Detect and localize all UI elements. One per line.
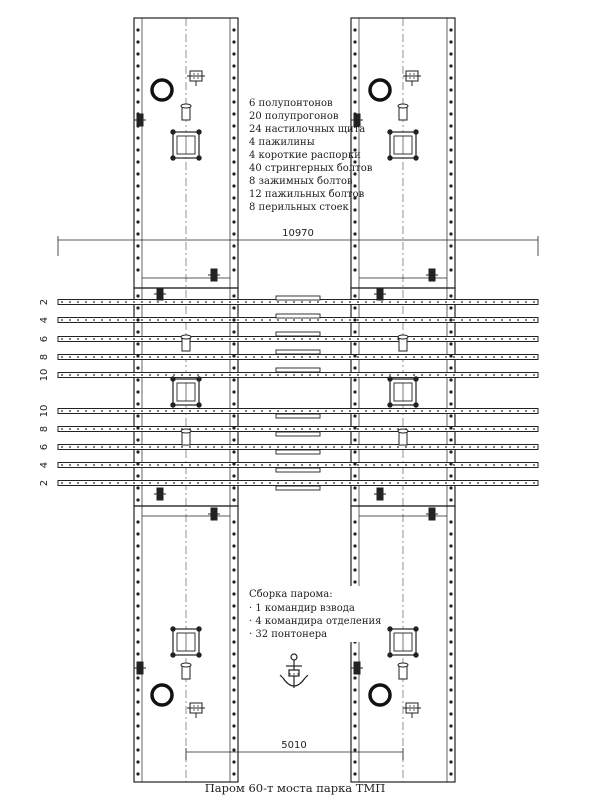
post-icon	[180, 428, 192, 446]
bolt-row	[232, 520, 236, 776]
anchor-icon	[279, 653, 309, 688]
hatch-icon	[170, 626, 202, 658]
bolt-row	[353, 520, 357, 776]
row-label: 4	[39, 317, 50, 323]
bolt-row	[232, 28, 236, 272]
stringer-beam	[57, 354, 539, 360]
row-label: 8	[39, 426, 50, 432]
bolt-row	[136, 294, 140, 502]
row-labels: 2 4 6 8 10 10 8 6 4 2	[39, 299, 50, 486]
hatch-icon	[170, 376, 202, 408]
stringer-beam	[57, 462, 539, 468]
bolt-row	[449, 294, 453, 502]
post-icon	[397, 428, 409, 446]
row-label: 10	[39, 405, 50, 418]
materials-item: 20 полупрогонов	[249, 111, 339, 122]
post-icon	[180, 334, 192, 352]
stringer-beam	[57, 480, 539, 486]
hatch-icon	[387, 626, 419, 658]
cleat-icon	[351, 113, 363, 127]
drawing-caption: Паром 60-т моста парка ТМП	[205, 781, 386, 795]
row-label: 2	[39, 299, 50, 305]
bolt-row	[232, 294, 236, 502]
hatch-icon	[170, 129, 202, 161]
cleat-icon	[374, 287, 386, 301]
materials-item: 4 короткие распорки	[249, 150, 361, 161]
post-icon	[180, 662, 192, 680]
materials-item: 6 полупонтонов	[249, 98, 333, 109]
row-label: 6	[39, 336, 50, 342]
cleat-icon	[134, 113, 146, 127]
short-beam	[275, 295, 321, 301]
hatch-icon	[387, 129, 419, 161]
assembly-item: · 4 командира отделения	[249, 616, 381, 627]
bolt-row	[353, 294, 357, 502]
hatch-icon	[387, 376, 419, 408]
assembly-item: · 32 понтонера	[249, 629, 327, 640]
dimension-lines	[57, 236, 539, 760]
row-label: 4	[39, 462, 50, 468]
row-label: 8	[39, 354, 50, 360]
bolt-row	[136, 520, 140, 776]
row-label: 6	[39, 444, 50, 450]
materials-item: 24 настилочных щита	[249, 124, 365, 135]
lifebuoy-icon	[150, 683, 174, 707]
cleat-icon	[426, 268, 438, 282]
materials-item: 4 пажилины	[249, 137, 315, 148]
cleat-icon	[134, 661, 146, 675]
stringer-beam	[57, 336, 539, 342]
short-beam	[275, 331, 321, 337]
short-beam	[275, 349, 321, 355]
stringer-beam	[57, 426, 539, 432]
lifebuoy-icon	[368, 78, 392, 102]
stringer-beam	[57, 444, 539, 450]
short-beam	[275, 467, 321, 473]
stringer-beam	[57, 372, 539, 378]
cleat-icon	[154, 287, 166, 301]
overall-length-label: 10970	[282, 228, 314, 239]
cleat-icon	[208, 507, 220, 521]
post-icon	[397, 334, 409, 352]
post-icon	[180, 103, 192, 121]
bolt-row	[353, 28, 357, 272]
short-beam	[275, 313, 321, 319]
row-label: 10	[39, 369, 50, 382]
cleat-icon	[154, 487, 166, 501]
short-beam	[275, 485, 321, 491]
cleat-icon	[351, 661, 363, 675]
assembly-title: Сборка парома:	[249, 589, 333, 600]
materials-item: 12 пажильных болтов	[249, 189, 365, 200]
short-beam	[275, 431, 321, 437]
short-beam	[275, 449, 321, 455]
short-beam	[275, 367, 321, 373]
materials-item: 8 перильных стоек	[249, 202, 350, 213]
stringer-beam	[57, 408, 539, 414]
cleat-icon	[208, 268, 220, 282]
assembly-item: · 1 командир взвода	[249, 603, 355, 614]
materials-list: 6 полупонтонов 20 полупрогонов 24 настил…	[249, 98, 373, 213]
assembly-crew: Сборка парома: · 1 командир взвода · 4 к…	[244, 586, 381, 642]
pontoon-spacing-label: 5010	[281, 740, 306, 751]
row-label: 2	[39, 480, 50, 486]
lifebuoy-icon	[368, 683, 392, 707]
materials-item: 40 стрингерных болтов	[249, 163, 373, 174]
valve-icon	[403, 702, 421, 718]
bolt-row	[449, 520, 453, 776]
cleat-icon	[426, 507, 438, 521]
stringer-beams	[57, 295, 539, 491]
post-icon	[397, 103, 409, 121]
short-beam	[275, 413, 321, 419]
lifebuoy-icon	[150, 78, 174, 102]
cleat-icon	[374, 487, 386, 501]
bolt-row	[136, 28, 140, 272]
post-icon	[397, 662, 409, 680]
valve-icon	[403, 70, 421, 86]
valve-icon	[187, 702, 205, 718]
materials-item: 8 зажимных болтов	[249, 176, 353, 187]
bolt-row	[449, 28, 453, 272]
valve-icon	[187, 70, 205, 86]
